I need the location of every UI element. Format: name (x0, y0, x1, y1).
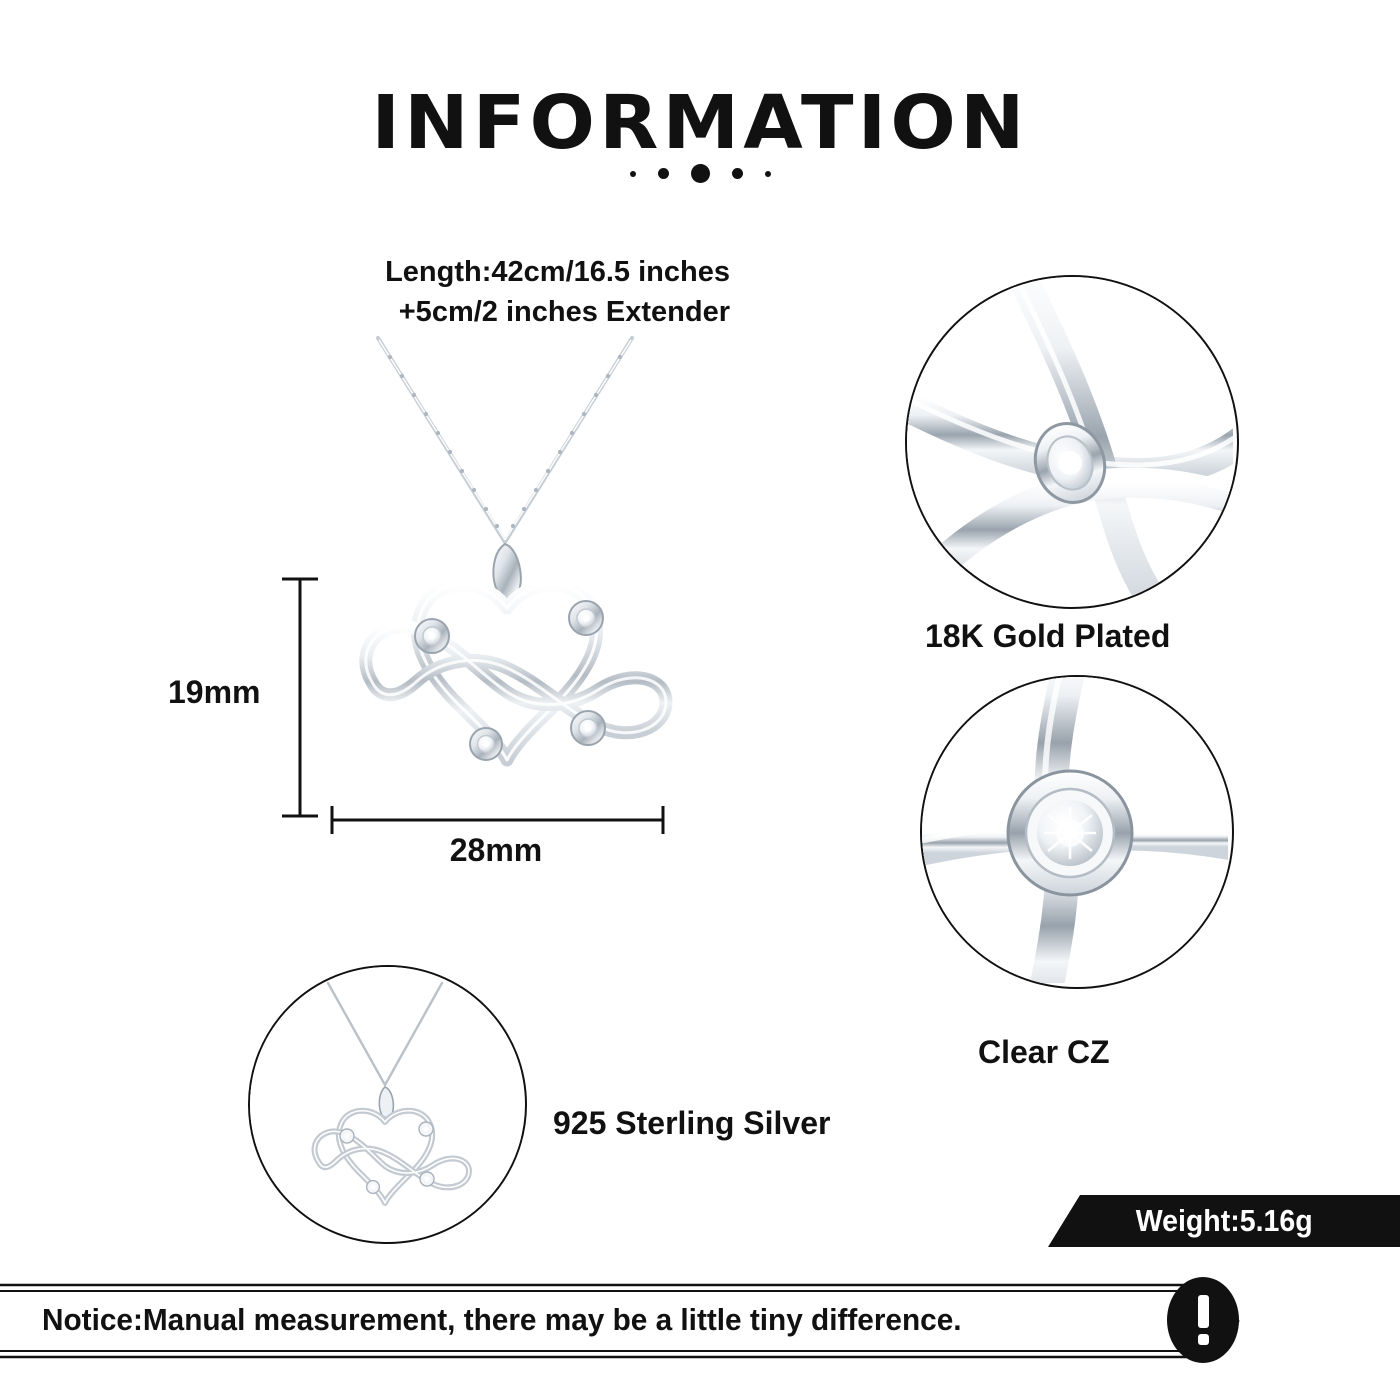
feature-image-silver (248, 965, 527, 1244)
ornament-dot-1 (629, 170, 636, 177)
weight-banner: Weight:5.16g (1048, 1195, 1400, 1247)
feature-label-gold: 18K Gold Plated (925, 618, 1171, 654)
feature-label-silver: 925 Sterling Silver (553, 1105, 831, 1141)
length-line-2: +5cm/2 inches Extender (398, 296, 730, 329)
title-dot-ornament (0, 164, 1400, 183)
page-title: INFORMATION (371, 80, 1029, 166)
product-image (280, 330, 740, 830)
cz-stones (414, 600, 606, 761)
weight-label: Weight:5.16g (1135, 1203, 1313, 1238)
notice-bar (0, 1282, 1242, 1360)
width-dimension-line (320, 800, 675, 840)
height-dimension-line (270, 575, 330, 820)
feature-image-gold (905, 275, 1239, 609)
length-line-1: Length:42cm/16.5 inches (385, 256, 730, 288)
notice-text: Notice:Manual measurement, there may be … (42, 1302, 962, 1337)
exclamation-icon (1160, 1277, 1246, 1363)
ornament-dot-3 (690, 164, 710, 183)
feature-label-cz: Clear CZ (978, 1034, 1110, 1070)
length-caption: Length:42cm/16.5 inches +5cm/2 inches Ex… (150, 252, 730, 332)
ornament-dot-5 (764, 170, 771, 177)
feature-image-cz (920, 675, 1234, 989)
width-dimension-label: 28mm (449, 832, 543, 868)
height-dimension-label: 19mm (168, 674, 261, 710)
ornament-dot-2 (657, 168, 669, 179)
ornament-dot-4 (731, 168, 743, 179)
